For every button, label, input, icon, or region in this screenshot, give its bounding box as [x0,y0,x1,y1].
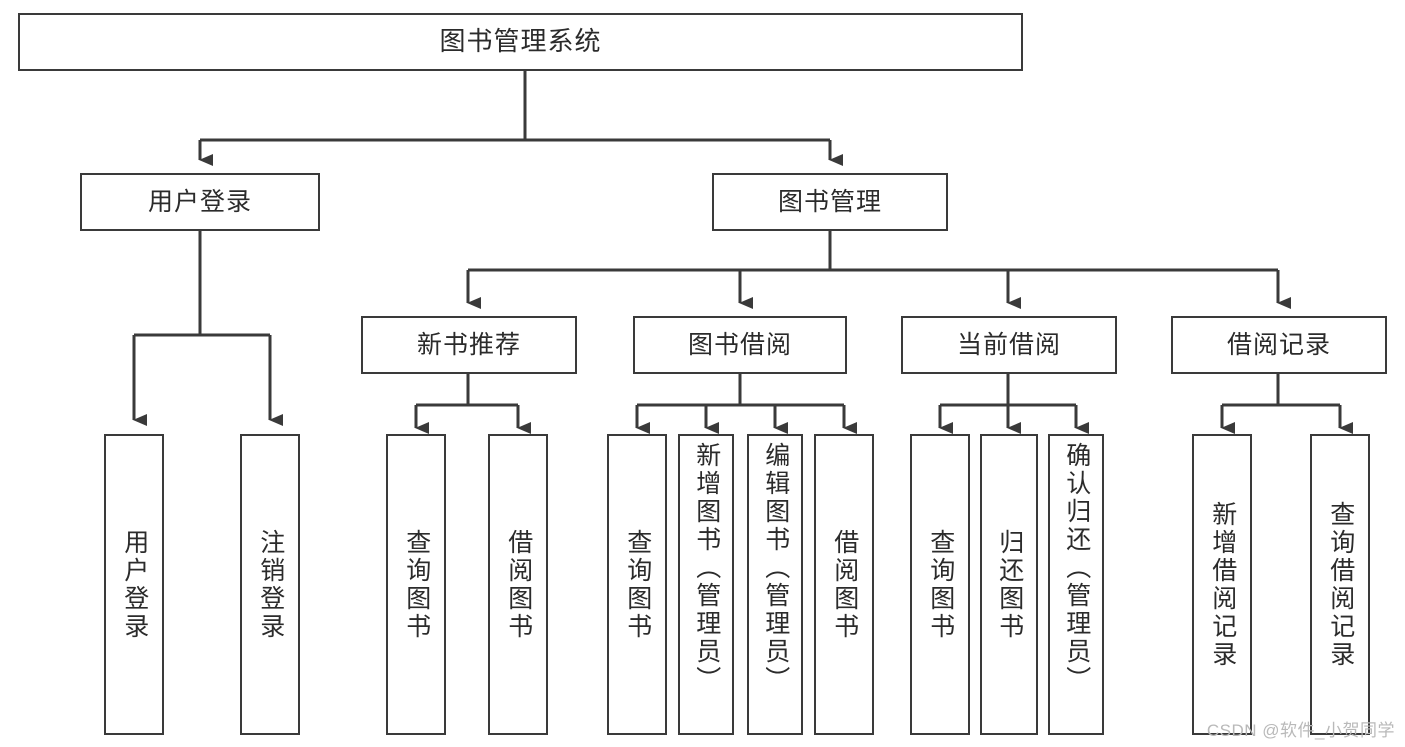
node-leaf-query-book-2[interactable]: 查询图书 [607,434,667,735]
node-leaf-query-record[interactable]: 查询借阅记录 [1310,434,1370,735]
node-leaf-query-book-1-label: 查询图书 [402,528,431,641]
node-root[interactable]: 图书管理系统 [18,13,1023,71]
node-leaf-add-book[interactable]: 新增图书（管理员） [678,434,734,735]
node-book-manage[interactable]: 图书管理 [712,173,948,231]
node-leaf-query-book-3[interactable]: 查询图书 [910,434,970,735]
node-borrow-record-label: 借阅记录 [1226,331,1331,359]
node-leaf-user-login[interactable]: 用户登录 [104,434,164,735]
node-leaf-borrow-book-1-label: 借阅图书 [504,528,533,641]
node-current-borrow[interactable]: 当前借阅 [901,316,1117,374]
node-leaf-return-book[interactable]: 归还图书 [980,434,1038,735]
node-leaf-user-login-label: 用户登录 [120,528,149,641]
node-leaf-add-book-label: 新增图书（管理员） [692,442,721,694]
node-leaf-confirm-return-label: 确认归还（管理员） [1062,442,1091,694]
node-leaf-edit-book[interactable]: 编辑图书（管理员） [747,434,803,735]
node-leaf-return-book-label: 归还图书 [995,528,1024,641]
node-leaf-query-record-label: 查询借阅记录 [1326,500,1355,669]
node-book-manage-label: 图书管理 [777,188,882,216]
node-leaf-logout[interactable]: 注销登录 [240,434,300,735]
node-new-book-rec[interactable]: 新书推荐 [361,316,577,374]
node-leaf-query-book-3-label: 查询图书 [926,528,955,641]
node-user-login-label: 用户登录 [147,188,252,216]
node-book-borrow[interactable]: 图书借阅 [633,316,847,374]
node-leaf-edit-book-label: 编辑图书（管理员） [761,442,790,694]
node-new-book-rec-label: 新书推荐 [416,331,521,359]
node-leaf-borrow-book-2[interactable]: 借阅图书 [814,434,874,735]
node-leaf-add-record-label: 新增借阅记录 [1208,500,1237,669]
csdn-watermark: CSDN @软件_小贺同学 [1206,721,1395,740]
node-leaf-borrow-book-1[interactable]: 借阅图书 [488,434,548,735]
node-leaf-query-book-1[interactable]: 查询图书 [386,434,446,735]
node-leaf-query-book-2-label: 查询图书 [623,528,652,641]
node-leaf-borrow-book-2-label: 借阅图书 [830,528,859,641]
node-user-login[interactable]: 用户登录 [80,173,320,231]
node-current-borrow-label: 当前借阅 [956,331,1061,359]
node-leaf-logout-label: 注销登录 [256,528,285,641]
node-leaf-confirm-return[interactable]: 确认归还（管理员） [1048,434,1104,735]
node-borrow-record[interactable]: 借阅记录 [1171,316,1387,374]
node-book-borrow-label: 图书借阅 [687,331,792,359]
node-root-label: 图书管理系统 [439,26,602,57]
node-leaf-add-record[interactable]: 新增借阅记录 [1192,434,1252,735]
